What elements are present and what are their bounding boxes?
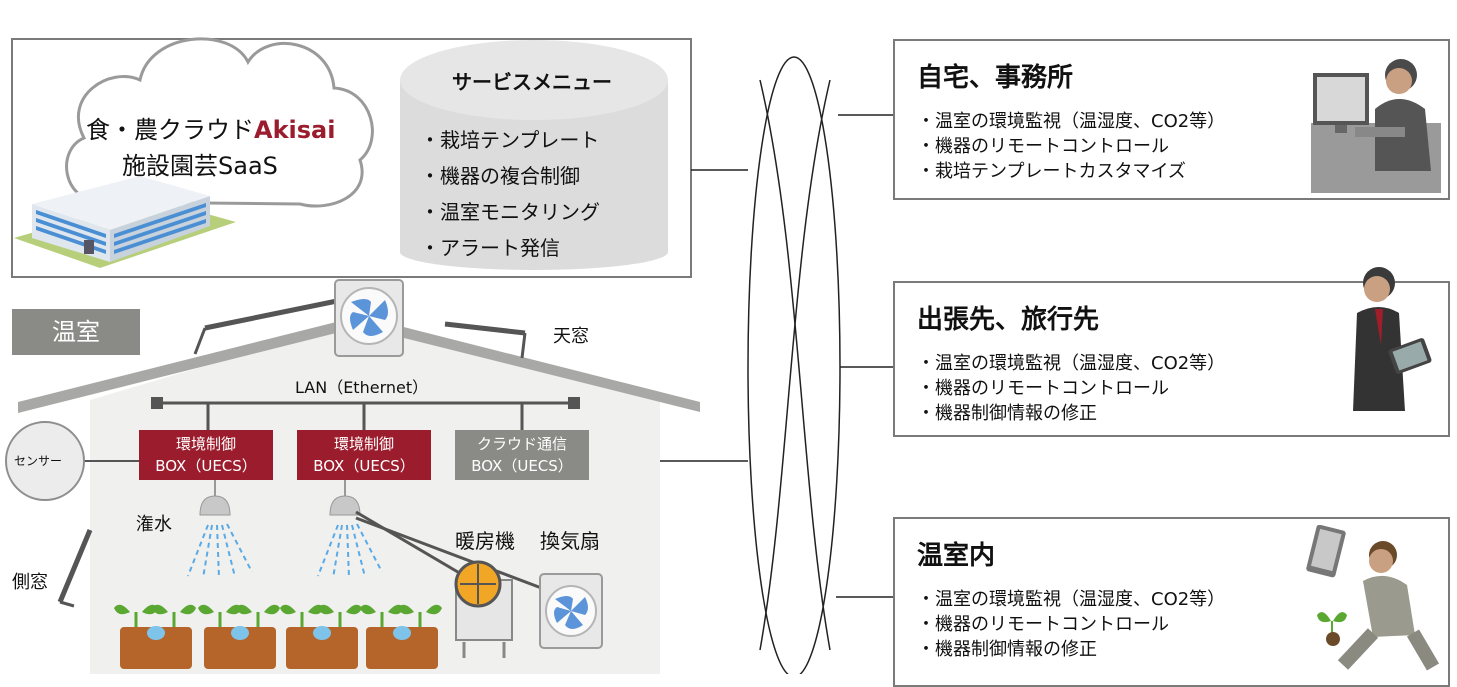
- service-menu-item: ・温室モニタリング: [420, 200, 600, 224]
- panel-title: 自宅、事務所: [917, 63, 1074, 93]
- panel-item: ・機器のリモートコントロール: [917, 614, 1169, 635]
- cloud-title-prefix: 食・農クラウド: [86, 116, 254, 144]
- datacenter-building-icon: [14, 176, 236, 268]
- skylight-label: 天窓: [553, 326, 589, 347]
- farmer-with-plant-icon: [1306, 525, 1440, 671]
- ventilation-fan-icon: [539, 573, 603, 649]
- panel-title: 出張先、旅行先: [917, 305, 1100, 335]
- panel-list: ・温室の環境監視（温湿度、CO2等） ・機器のリモートコントロール ・機器制御情…: [917, 587, 1225, 662]
- service-menu-title: サービスメニュー: [452, 70, 612, 94]
- box-line1: クラウド通信: [476, 435, 567, 453]
- panel-item: ・機器制御情報の修正: [917, 639, 1097, 660]
- sprinkler-icon: [199, 480, 361, 516]
- greenhouse: [18, 298, 700, 674]
- cloud-shape: [65, 37, 374, 208]
- side-window-icon: [57, 529, 93, 603]
- heater-icon: [454, 560, 513, 658]
- service-menu-item: ・アラート発信: [420, 236, 560, 260]
- service-menu-item: ・栽培テンプレート: [420, 128, 600, 152]
- env-control-box-2: 環境制御 BOX（UECS）: [297, 430, 431, 480]
- greenhouse-label: 温室: [12, 309, 140, 355]
- sensor-icon: [5, 421, 85, 501]
- person-at-computer-icon: [1311, 59, 1441, 193]
- sensor-label: センサー: [14, 454, 63, 468]
- cloud-brand: Akisai: [254, 116, 336, 144]
- businessman-tablet-icon: [1353, 267, 1432, 411]
- panel-item: ・機器制御情報の修正: [917, 403, 1097, 424]
- cloud-comm-box: クラウド通信 BOX（UECS）: [455, 430, 589, 480]
- env-control-box-1: 環境制御 BOX（UECS）: [139, 430, 273, 480]
- box-line2: BOX（UECS）: [471, 457, 573, 475]
- destination-panel-travel: 出張先、旅行先 ・温室の環境監視（温湿度、CO2等） ・機器のリモートコントロー…: [893, 267, 1450, 437]
- panel-list: ・温室の環境監視（温湿度、CO2等） ・機器のリモートコントロール ・機器制御情…: [917, 351, 1225, 426]
- side-window-label: 側窓: [12, 572, 48, 593]
- panel-item: ・温室の環境監視（温湿度、CO2等）: [917, 111, 1226, 132]
- panel-list: ・温室の環境監視（温湿度、CO2等） ・機器のリモートコントロール ・栽培テンプ…: [917, 109, 1225, 184]
- irrigation-label: 潅水: [136, 514, 172, 535]
- destination-panel-in-greenhouse: 温室内 ・温室の環境監視（温湿度、CO2等） ・機器のリモートコントロール ・機…: [893, 517, 1450, 687]
- box-line1: 環境制御: [333, 435, 394, 453]
- panel-item: ・機器のリモートコントロール: [917, 378, 1169, 399]
- box-line1: 環境制御: [175, 435, 236, 453]
- panel-item: ・温室の環境監視（温湿度、CO2等）: [917, 353, 1226, 374]
- cloud-title: 食・農クラウドAkisai: [86, 110, 335, 145]
- network-ellipse: [747, 56, 841, 674]
- roof-fan-icon: [334, 279, 404, 357]
- panel-item: ・温室の環境監視（温湿度、CO2等）: [917, 589, 1226, 610]
- service-menu-list: ・栽培テンプレート ・機器の複合制御 ・温室モニタリング ・アラート発信: [420, 122, 600, 266]
- panel-item: ・栽培テンプレートカスタマイズ: [917, 161, 1186, 182]
- box-line2: BOX（UECS）: [155, 457, 257, 475]
- cloud-subtitle: 施設園芸SaaS: [122, 152, 278, 180]
- fan-label: 換気扇: [540, 529, 600, 553]
- heater-label: 暖房機: [455, 529, 515, 553]
- planters: [114, 604, 442, 669]
- destination-panel-home-office: 自宅、事務所 ・温室の環境監視（温湿度、CO2等） ・機器のリモートコントロール…: [893, 39, 1450, 200]
- panel-item: ・機器のリモートコントロール: [917, 136, 1169, 157]
- water-spray: [187, 523, 383, 579]
- service-menu-cylinder: [400, 40, 668, 270]
- panel-title: 温室内: [917, 541, 996, 571]
- service-menu-item: ・機器の複合制御: [420, 164, 580, 188]
- lan-label: LAN（Ethernet）: [295, 378, 429, 397]
- box-line2: BOX（UECS）: [313, 457, 415, 475]
